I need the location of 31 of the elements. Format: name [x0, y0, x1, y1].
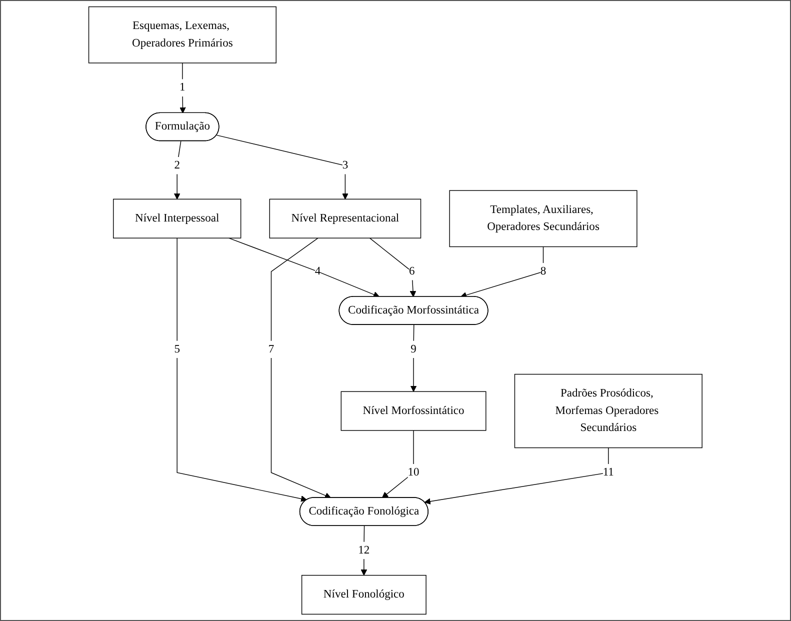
arrow — [360, 526, 368, 576]
node-box: Nível Morfossintático — [340, 391, 486, 431]
edge-label: 3 — [342, 159, 348, 172]
arrow — [369, 238, 416, 298]
arrow — [424, 447, 609, 504]
arrow — [216, 134, 348, 200]
arrow — [382, 430, 414, 498]
arrow — [176, 238, 308, 502]
edge-label: 1 — [180, 81, 186, 94]
node-box: Padrões Prosódicos, Morfemas Operadores Secundários — [514, 374, 703, 448]
edge-label: 4 — [314, 265, 321, 278]
edge-label: 12 — [358, 544, 370, 556]
node-box: Nível Fonológico — [302, 574, 426, 615]
arrow — [270, 238, 332, 499]
edge-label: 2 — [174, 159, 180, 172]
edge-label: 8 — [540, 265, 546, 278]
arrow — [228, 238, 380, 298]
node-box: Templates, Auxiliares, Operadores Secundários — [449, 190, 638, 248]
edge-label: 6 — [409, 265, 415, 278]
arrow — [410, 324, 417, 392]
arrow — [174, 140, 182, 200]
edge-label: 5 — [174, 342, 180, 356]
node-box: Esquemas, Lexemas, Operadores Primários — [88, 6, 277, 64]
edge-label: 7 — [268, 342, 274, 356]
edge-label: 11 — [602, 466, 614, 478]
arrow — [460, 246, 544, 298]
edge-label: 10 — [408, 466, 420, 478]
node-box: Nível Representacional — [269, 198, 422, 238]
arrow — [180, 62, 186, 114]
node-box: Nível Interpessoal — [113, 198, 242, 238]
edge-label: 9 — [410, 342, 416, 356]
